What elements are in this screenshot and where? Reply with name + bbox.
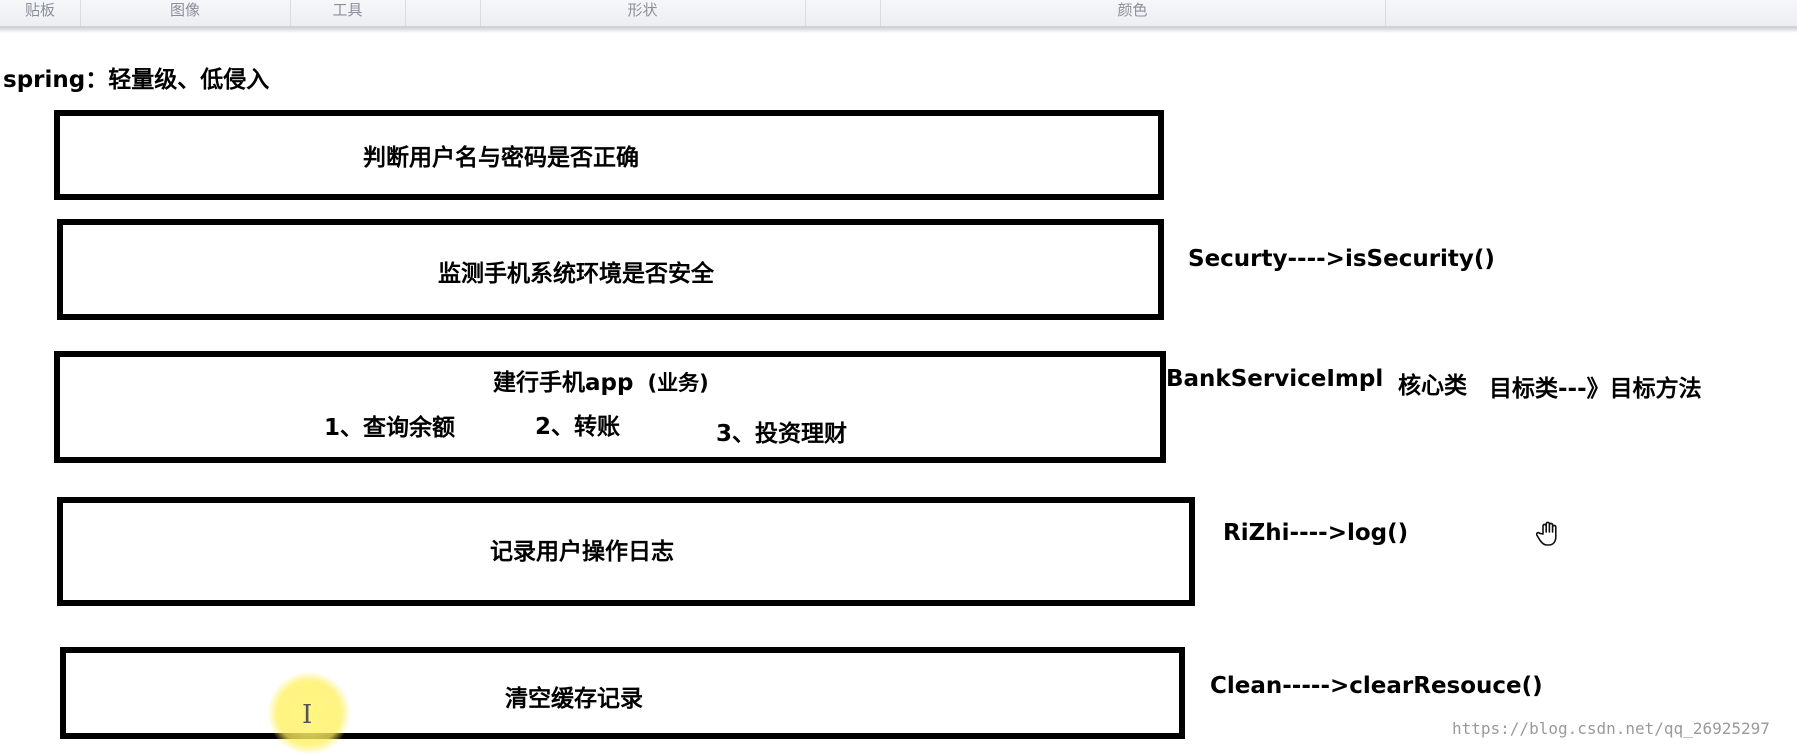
text-cursor-icon: I — [302, 700, 313, 730]
bank-app-title-text: 建行手机app — [493, 370, 634, 396]
bank-app-item-transfer: 2、转账 — [535, 414, 621, 440]
flow-box-login-check — [54, 110, 1164, 200]
bank-app-item-invest: 3、投资理财 — [716, 421, 848, 447]
flow-box-operation-log-label: 记录用户操作日志 — [490, 539, 674, 565]
note-core-class: 核心类 — [1398, 373, 1467, 399]
ribbon-group-size[interactable] — [805, 0, 881, 26]
ribbon-group-label: 颜色 — [1117, 1, 1148, 19]
ribbon-group-label: 工具 — [332, 1, 363, 19]
ribbon-group-brushes[interactable] — [405, 0, 481, 26]
hand-cursor-icon — [1535, 520, 1562, 555]
ribbon-group-label: 贴板 — [24, 1, 55, 19]
note-target: 目标类---》目标方法 — [1489, 376, 1702, 402]
ribbon-group-image[interactable]: 图像 — [80, 0, 291, 26]
bank-app-item-balance: 1、查询余额 — [324, 415, 456, 441]
flow-box-login-check-label: 判断用户名与密码是否正确 — [363, 145, 639, 171]
ribbon-group-label: 形状 — [627, 1, 658, 19]
ribbon-group-clipboard[interactable]: 贴板 — [0, 0, 81, 26]
note-rizhi: RiZhi---->log() — [1223, 520, 1409, 546]
watermark: https://blog.csdn.net/qq_26925297 — [1452, 719, 1770, 738]
flow-box-security-check — [57, 219, 1164, 320]
ribbon-group-colors[interactable]: 颜色 — [880, 0, 1386, 26]
ribbon-group-tools[interactable]: 工具 — [290, 0, 406, 26]
flow-box-bank-app — [54, 351, 1166, 463]
bank-app-title-suffix: (业务) — [647, 371, 709, 395]
ribbon-group-label: 图像 — [169, 1, 200, 19]
flow-box-operation-log — [57, 497, 1195, 606]
flow-box-clear-cache-label: 清空缓存记录 — [505, 686, 643, 712]
ribbon-group-shapes[interactable]: 形状 — [480, 0, 806, 26]
note-bank-class: BankServiceImpl — [1166, 366, 1384, 392]
ribbon-group-edit-colors[interactable] — [1385, 0, 1797, 26]
toolbar-ribbon: 贴板 图像 工具 形状 颜色 — [0, 0, 1797, 27]
note-clean: Clean----->clearResouce() — [1210, 673, 1543, 699]
flow-box-bank-app-title: 建行手机app (业务) — [493, 363, 709, 397]
cursor-highlight — [268, 672, 350, 754]
note-security: Securty---->isSecurity() — [1188, 246, 1495, 272]
ribbon-shadow — [0, 27, 1797, 33]
flow-box-security-check-label: 监测手机系统环境是否安全 — [438, 261, 714, 287]
page-heading: spring：轻量级、低侵入 — [3, 67, 270, 93]
flow-box-clear-cache — [60, 647, 1185, 739]
